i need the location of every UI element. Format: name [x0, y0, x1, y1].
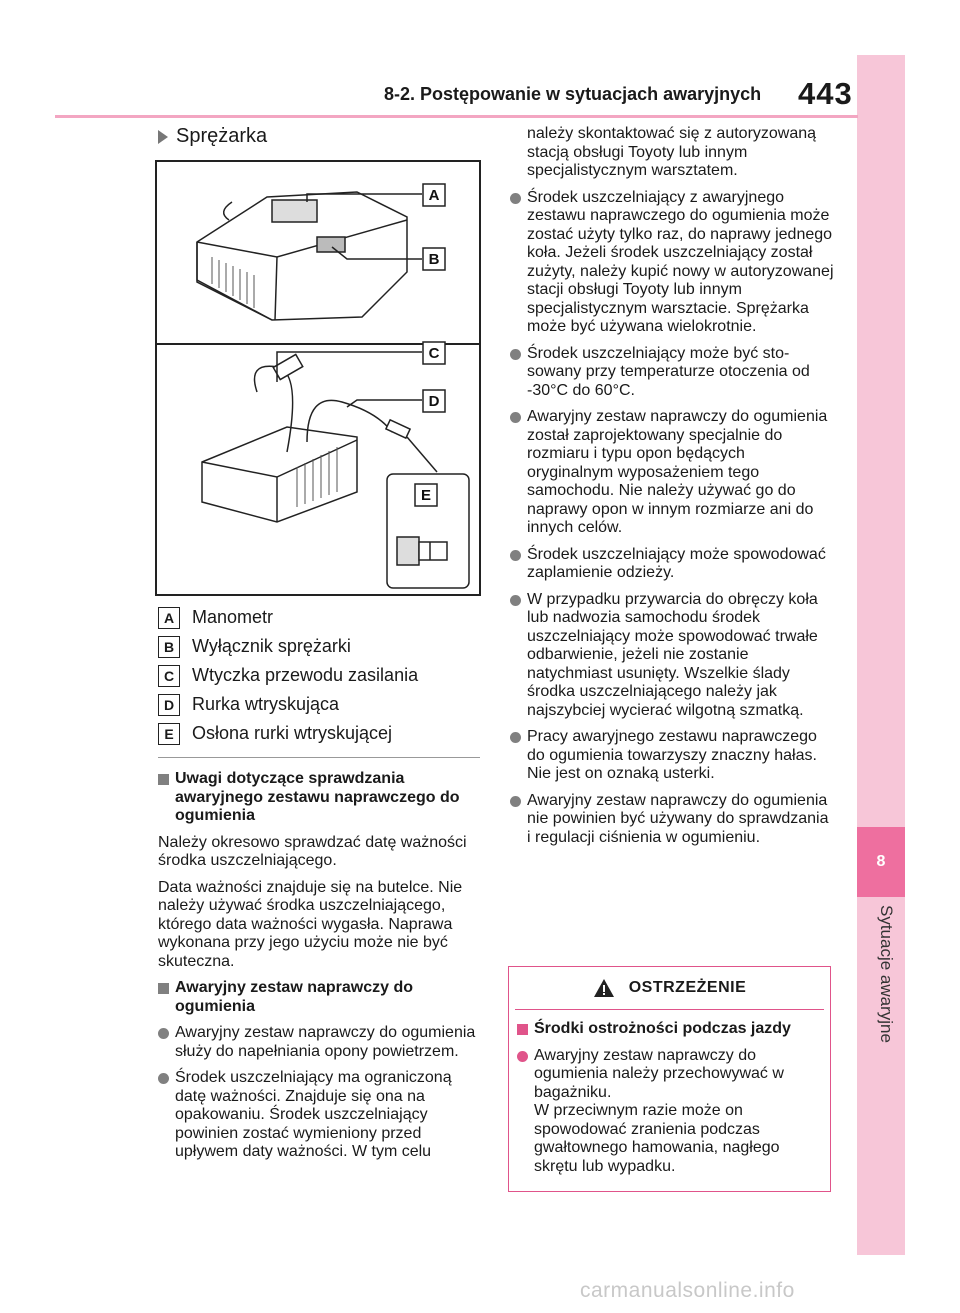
triangle-icon	[158, 129, 168, 144]
round-bullet-icon	[510, 412, 521, 423]
subheading-text: Uwagi dotyczące sprawdzania awaryjnego z…	[175, 770, 460, 824]
bullet-text: W przypadku przywarcia do obręczy koła l…	[527, 590, 818, 719]
callout-b: B	[429, 251, 440, 268]
subheading: Awaryjny zestaw naprawczy do ogumienia	[158, 979, 480, 1016]
round-bullet-icon	[510, 192, 521, 204]
round-bullet-icon	[510, 594, 521, 606]
footer-watermark: carmanualsonline.info	[580, 1279, 795, 1302]
bullet-item: Środek uszczelniający z awaryjnego zesta…	[510, 189, 835, 337]
bullet-text: Awaryjny zestaw naprawczy do ogumienia s…	[175, 1024, 476, 1060]
bullet-text: Środek uszczelniający może spowodować za…	[527, 545, 826, 582]
legend-label: Osłona rurki wtryskującej	[192, 723, 393, 743]
round-bullet-icon	[510, 549, 521, 561]
bullet-text: Pracy awaryjnego zestawu naprawczego do …	[527, 728, 817, 782]
right-column: należy skontaktować się z autoryzowaną s…	[510, 125, 835, 855]
bullet-text: Środek uszczelniający z awaryjnego zesta…	[527, 188, 834, 336]
bullet-item: Awaryjny zestaw naprawczy do ogumienia n…	[510, 792, 835, 848]
warning-box: OSTRZEŻENIE Środki ostrożności podczas j…	[508, 966, 831, 1192]
warning-bullet: Awaryjny zestaw naprawczy do ogumienia n…	[517, 1047, 822, 1103]
round-bullet-icon	[510, 348, 521, 360]
bullet-item: Środek uszczelniający ma ograniczoną dat…	[158, 1069, 480, 1162]
header-rule	[55, 115, 858, 118]
legend-key: D	[158, 693, 180, 716]
paragraph: Należy okresowo sprawdzać datę ważności …	[158, 833, 467, 870]
legend-item: A Manometr	[158, 603, 478, 632]
bullet-text: Awaryjny zestaw naprawczy do ogumienia n…	[527, 791, 829, 846]
chapter-title: Sytuacje awaryjne	[877, 905, 896, 1043]
section-title: Sprężarka	[158, 125, 267, 148]
subheading-text: Awaryjny zestaw naprawczy do ogumienia	[175, 979, 414, 1015]
bullet-item: Pracy awaryjnego zestawu naprawczego do …	[510, 728, 835, 784]
warning-text: W przeciwnym razie może on spowodować zr…	[534, 1102, 780, 1175]
side-tab	[857, 55, 905, 1255]
legend-key: B	[158, 635, 180, 658]
continued-text: należy skontaktować się z autoryzowaną s…	[527, 125, 817, 179]
bullet-item: Awaryjny zestaw naprawczy do ogumienia s…	[158, 1024, 480, 1061]
legend-label: Manometr	[192, 607, 274, 627]
figure-legend: A Manometr B Wyłącznik sprężarki C Wtycz…	[158, 603, 478, 748]
round-bullet-icon	[510, 732, 521, 743]
warning-heading: Środki ostrożności podczas jazdy	[517, 1020, 822, 1039]
legend-label: Wtyczka przewodu zasilania	[192, 665, 419, 685]
legend-label: Wyłącznik sprężarki	[192, 636, 351, 656]
bullet-item: Środek uszczelniający może być sto­sowan…	[510, 345, 835, 401]
page-number: 443	[798, 76, 853, 111]
callout-a: A	[429, 187, 440, 204]
round-bullet-icon	[510, 795, 521, 807]
paragraph: Data ważności znajduje się na butelce. N…	[158, 878, 463, 970]
subheading: Uwagi dotyczące sprawdzania awaryjnego z…	[158, 770, 480, 826]
warning-header: OSTRZEŻENIE	[509, 967, 830, 1009]
bullet-item: Awaryjny zestaw naprawczy do ogumienia z…	[510, 408, 835, 538]
bullet-text: Awaryjny zestaw naprawczy do ogumienia z…	[527, 408, 828, 536]
legend-item: C Wtyczka przewodu zasilania	[158, 661, 478, 690]
round-bullet-icon	[517, 1050, 528, 1062]
callout-c: C	[429, 345, 440, 362]
round-bullet-icon	[158, 1028, 169, 1039]
warning-heading-text: Środki ostrożności podczas jazdy	[534, 1020, 791, 1037]
legend-item: D Rurka wtryskująca	[158, 690, 478, 719]
section-header: 8-2. Postępowanie w sytuacjach awaryjnyc…	[384, 84, 762, 104]
legend-item: B Wyłącznik sprężarki	[158, 632, 478, 661]
bullet-text: Środek uszczelniający ma ograniczoną dat…	[175, 1069, 452, 1160]
left-column: Uwagi dotyczące sprawdzania awaryjnego z…	[158, 770, 480, 1170]
legend-label: Rurka wtryskująca	[192, 694, 340, 714]
square-bullet-icon	[517, 1024, 528, 1035]
warning-rule	[515, 1009, 824, 1010]
square-bullet-icon	[158, 774, 169, 785]
warning-icon	[593, 979, 614, 997]
legend-item: E Osłona rurki wtryskującej	[158, 719, 478, 748]
callout-e: E	[421, 487, 431, 504]
square-bullet-icon	[158, 983, 169, 994]
warning-title: OSTRZEŻENIE	[628, 979, 747, 996]
section-title-text: Sprężarka	[176, 125, 268, 147]
compressor-figure: A B C D E	[155, 160, 481, 596]
bullet-item: Środek uszczelniający może spowodować za…	[510, 546, 835, 583]
bullet-item: W przypadku przywarcia do obręczy koła l…	[510, 591, 835, 721]
legend-key: A	[158, 606, 180, 629]
compressor-illustration: A B C D E	[157, 183, 479, 589]
bullet-text: Środek uszczelniający może być sto­sowan…	[527, 344, 810, 399]
warning-bullet-text: Awaryjny zestaw naprawczy do ogumienia n…	[534, 1046, 784, 1101]
callout-d: D	[429, 393, 440, 410]
warning-body: Środki ostrożności podczas jazdy Awaryjn…	[509, 1010, 830, 1176]
round-bullet-icon	[158, 1073, 169, 1084]
section-divider	[158, 757, 480, 758]
legend-key: C	[158, 664, 180, 687]
chapter-number: 8	[857, 827, 905, 897]
legend-key: E	[158, 722, 180, 745]
